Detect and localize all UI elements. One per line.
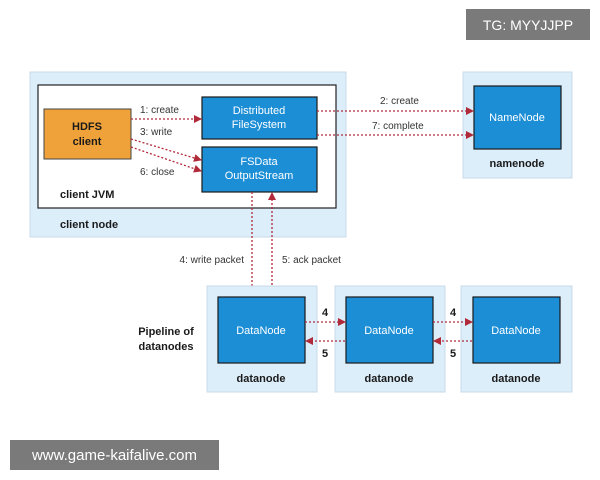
datanode-box-label-1: DataNode <box>236 325 286 337</box>
client-node-label: client node <box>60 219 118 231</box>
pipeline-label-1: Pipeline of <box>138 326 194 338</box>
dfs-label-2: FileSystem <box>232 119 286 131</box>
step-2-create: 2: create <box>380 96 419 107</box>
step-7-complete: 7: complete <box>372 121 424 132</box>
fsdata-label-2: OutputStream <box>225 170 293 182</box>
namenode-box <box>473 85 562 150</box>
step-4-write-packet: 4: write packet <box>180 255 245 266</box>
pipe-3-2-back-label: 5 <box>450 348 456 360</box>
pipe-2-1-back-label: 5 <box>322 348 328 360</box>
datanode-box-label-3: DataNode <box>491 325 541 337</box>
dfs-label-1: Distributed <box>233 105 286 117</box>
website-overlay: www.game-kaifalive.com <box>10 440 219 470</box>
datanode-box-2 <box>345 296 434 364</box>
hdfs-client-label-2: client <box>73 136 102 148</box>
step-1-create: 1: create <box>140 105 179 116</box>
datanode-label-1: datanode <box>237 373 286 385</box>
step-6-close: 6: close <box>140 167 175 178</box>
fsdata-outputstream-box <box>201 146 318 193</box>
datanode-box-label-2: DataNode <box>364 325 414 337</box>
hdfs-client-label-1: HDFS <box>72 121 102 133</box>
distributed-filesystem-box <box>201 96 318 140</box>
step-3-write: 3: write <box>140 127 173 138</box>
arrow-6-close <box>130 146 202 173</box>
datanode-label-3: datanode <box>492 373 541 385</box>
datanode-label-2: datanode <box>365 373 414 385</box>
client-jvm-label: client JVM <box>60 189 114 201</box>
pipeline-label-2: datanodes <box>138 341 193 353</box>
namenode-box-label: NameNode <box>489 112 545 124</box>
fsdata-label-1: FSData <box>240 156 278 168</box>
datanode-box-1 <box>217 296 306 364</box>
telegram-tag-overlay: TG: MYYJJPP <box>466 9 590 40</box>
datanode-box-3 <box>472 296 561 364</box>
namenode-label: namenode <box>489 158 544 170</box>
pipe-1-2-forward-label: 4 <box>322 307 329 319</box>
hdfs-client-box <box>43 108 132 160</box>
arrow-3-write <box>130 138 202 162</box>
pipe-2-3-forward-label: 4 <box>450 307 457 319</box>
step-5-ack-packet: 5: ack packet <box>282 255 341 266</box>
